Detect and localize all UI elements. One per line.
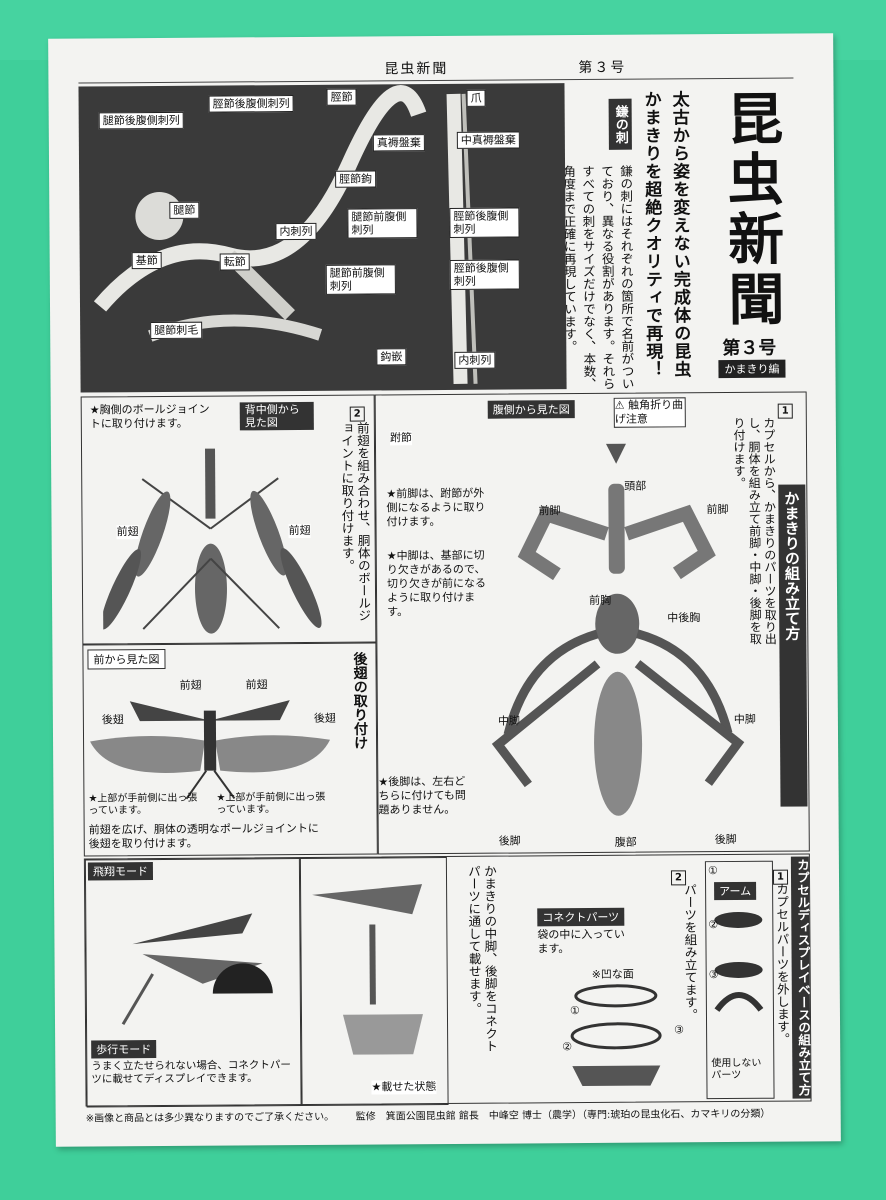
masthead-title: 昆虫新聞 <box>717 89 786 331</box>
label-midleg-left: 中脚 <box>497 714 520 728</box>
footer-disclaimer: ※画像と商品とは多少異なりますのでご了承ください。 <box>85 1111 335 1125</box>
assembly-heading: かまきりの組み立て方 <box>778 484 808 807</box>
arm-tag: アーム <box>714 881 757 901</box>
rear-note-right: ★上部が手前側に出っ張っています。 <box>216 791 326 816</box>
base-assembly-illustration <box>570 984 662 1087</box>
tarsus-label: 跗節 <box>389 431 412 446</box>
label-foreleg-left: 前脚 <box>538 504 561 518</box>
display-heading: カプセルディスプレイベースの組み立て方 <box>790 856 812 1099</box>
footer-supervisor: 監修 箕面公園昆虫館 館長 中峰空 博士（農学）（専門:琥珀の昆虫化石、カマキリ… <box>355 1108 771 1123</box>
step2-front-wing-panel: ★胸側のボールジョイントに取り付けます。 背中側から見た図 前翅 前翅 2 前翅… <box>80 394 377 645</box>
label-hindleg-left: 後脚 <box>498 834 521 848</box>
flight-mode-panel: 飛翔モード 歩行モード うまく立たせられない場合、コネクトパーツに載せてディスプ… <box>84 858 303 1108</box>
circled-3b: ③ <box>708 968 719 982</box>
walk-mode-note: うまく立たせられない場合、コネクトパーツに載せてディスプレイできます。 <box>91 1059 291 1086</box>
rear-wing-heading: 後翅の取り付け <box>351 651 369 750</box>
header-rule <box>78 77 794 84</box>
runner-issue: 第３号 <box>578 59 627 77</box>
insect-newspaper-sheet: 昆虫新聞 第３号 昆虫新聞 第３号 かまきり編 太古から姿を変えない完成体の昆虫… <box>48 33 841 1147</box>
photo-label: 基節 <box>131 251 162 270</box>
runner-paper-name: 昆虫新聞 <box>384 60 449 78</box>
step1-number: 1 <box>777 399 793 419</box>
display-step2-instructions: パーツを組み立てます。 <box>682 883 699 1021</box>
mounted-state-label: ★載せた状態 <box>371 1080 437 1095</box>
photo-label: 腿節前腹側刺列 <box>325 264 396 295</box>
rear-wing-instructions: 前翅を広げ、胴体の透明なポールジョイントに後翅を取り付けます。 <box>88 821 319 851</box>
rear-panel-label: 後翅 <box>313 711 336 725</box>
capsule-parts-column: ① アーム ② ③ 使用しないパーツ <box>704 860 775 1100</box>
flight-mode-tag: 飛翔モード <box>87 862 154 881</box>
ventral-view-tag: 腹側から見た図 <box>487 400 575 419</box>
ball-joint-callout: ★胸側のボールジョイントに取り付けます。 <box>89 402 210 431</box>
rear-panel-label: 前翅 <box>179 678 202 692</box>
circled-2: ② <box>562 1040 573 1054</box>
photo-label: 腿節前腹側刺列 <box>347 208 418 239</box>
step2-instructions: 前翅を組み合わせ、胴体のボールジョイントに取り付けます。 <box>338 421 372 622</box>
label-abdomen: 腹部 <box>614 835 637 849</box>
photo-label: 爪 <box>466 89 486 107</box>
headline-secondary: かまきりを超絶クオリティで再現！ <box>640 90 663 379</box>
edition-badge: かまきり編 <box>718 359 786 379</box>
connect-part-note: 袋の中に入っています。 <box>537 927 625 956</box>
article-heading: 鎌の刺 <box>608 98 632 150</box>
photo-label: 脛節後腹側刺列 <box>208 95 294 113</box>
hindleg-note: ★後脚は、左右どちらに付けても問題ありません。 <box>378 774 466 817</box>
front-wing-label-right: 前翅 <box>288 523 311 539</box>
photo-label: 転節 <box>219 253 250 271</box>
circled-1b: ① <box>707 864 718 878</box>
circled-1: ① <box>569 1004 580 1018</box>
headline-primary: 太古から姿を変えない完成体の昆虫 <box>668 90 691 379</box>
step2-number: 2 <box>349 402 365 422</box>
label-prothorax: 前胸 <box>589 593 612 607</box>
mantis-dorsal-illustration <box>101 448 322 634</box>
mounted-illustration <box>312 884 423 1055</box>
photo-label: 脛節鉤 <box>335 170 377 188</box>
photo-label: 中真褥盤棄 <box>456 131 520 149</box>
photo-label: 鈎嵌 <box>376 348 407 366</box>
display-step1-instructions: カプセルパーツを外します。 <box>774 882 791 1046</box>
photo-label: 腿節刺毛 <box>150 321 203 340</box>
issue-badge: 第３号 <box>722 337 777 360</box>
rear-panel-label: 後翅 <box>101 713 124 727</box>
photo-label: 腿節後腹側刺列 <box>98 111 184 130</box>
mantis-foreleg-photo: 腿節後腹側刺列 脛節後腹側刺列 脛節 爪 中真褥盤棄 真褥盤棄 腿節 脛節鉤 内… <box>78 83 567 393</box>
label-head: 頭部 <box>624 479 647 493</box>
mantis-photo-illustration <box>93 85 478 385</box>
photo-label: 脛節後腹側刺列 <box>449 207 520 238</box>
display-base-section: 飛翔モード 歩行モード うまく立たせられない場合、コネクトパーツに載せてディスプ… <box>83 853 812 1108</box>
rear-wing-panel: 前から見た図 前翅 前翅 後翅 後翅 ★上部が手前側に出っ張っています。 ★上部… <box>82 642 378 857</box>
mantis-ventral-illustration <box>491 443 745 816</box>
walk-mode-tag: 歩行モード <box>91 1040 157 1059</box>
photo-label: 真褥盤棄 <box>372 134 425 152</box>
label-foreleg-right: 前脚 <box>706 503 729 517</box>
flight-mode-illustration <box>121 913 273 1026</box>
rear-note-left: ★上部が手前側に出っ張っています。 <box>88 792 198 817</box>
photo-label: 腿節 <box>169 201 200 219</box>
mantis-front-illustration <box>90 700 331 800</box>
photo-label: 内刺列 <box>275 222 317 241</box>
step1-instructions: カプセルから、かまきりのパーツを取り出し、胴体を組み立て前脚・中脚・後脚を取り付… <box>731 416 778 645</box>
unused-parts-label: 使用しないパーツ <box>711 1057 762 1082</box>
label-midleg-right: 中脚 <box>733 712 756 726</box>
label-midhind-thorax: 中後胸 <box>667 611 701 625</box>
photo-label: 内刺列 <box>454 351 496 369</box>
photo-label: 脛節 <box>326 88 357 106</box>
step1-assembly-panel: 跗節 ★前脚は、跗節が外側になるように取り付けます。 ★中脚は、基部に切り欠きが… <box>374 391 810 855</box>
front-view-tag: 前から見た図 <box>87 648 166 670</box>
mount-instructions: かまきりの中脚、後脚をコネクトパーツに通して載せます。 <box>465 864 499 1053</box>
front-wing-label-left: 前翅 <box>116 525 139 540</box>
label-hindleg-right: 後脚 <box>714 832 737 847</box>
photo-label: 脛節後腹側刺列 <box>449 259 520 290</box>
circled-2b: ② <box>708 918 719 932</box>
capsule-parts-illustration <box>714 911 764 1012</box>
dorsal-view-tag: 背中側から見た図 <box>239 401 314 431</box>
mounted-panel: ★載せた状態 <box>298 856 449 1107</box>
connect-part-tag: コネクトパーツ <box>537 907 625 927</box>
rear-panel-label: 前翅 <box>245 678 268 692</box>
